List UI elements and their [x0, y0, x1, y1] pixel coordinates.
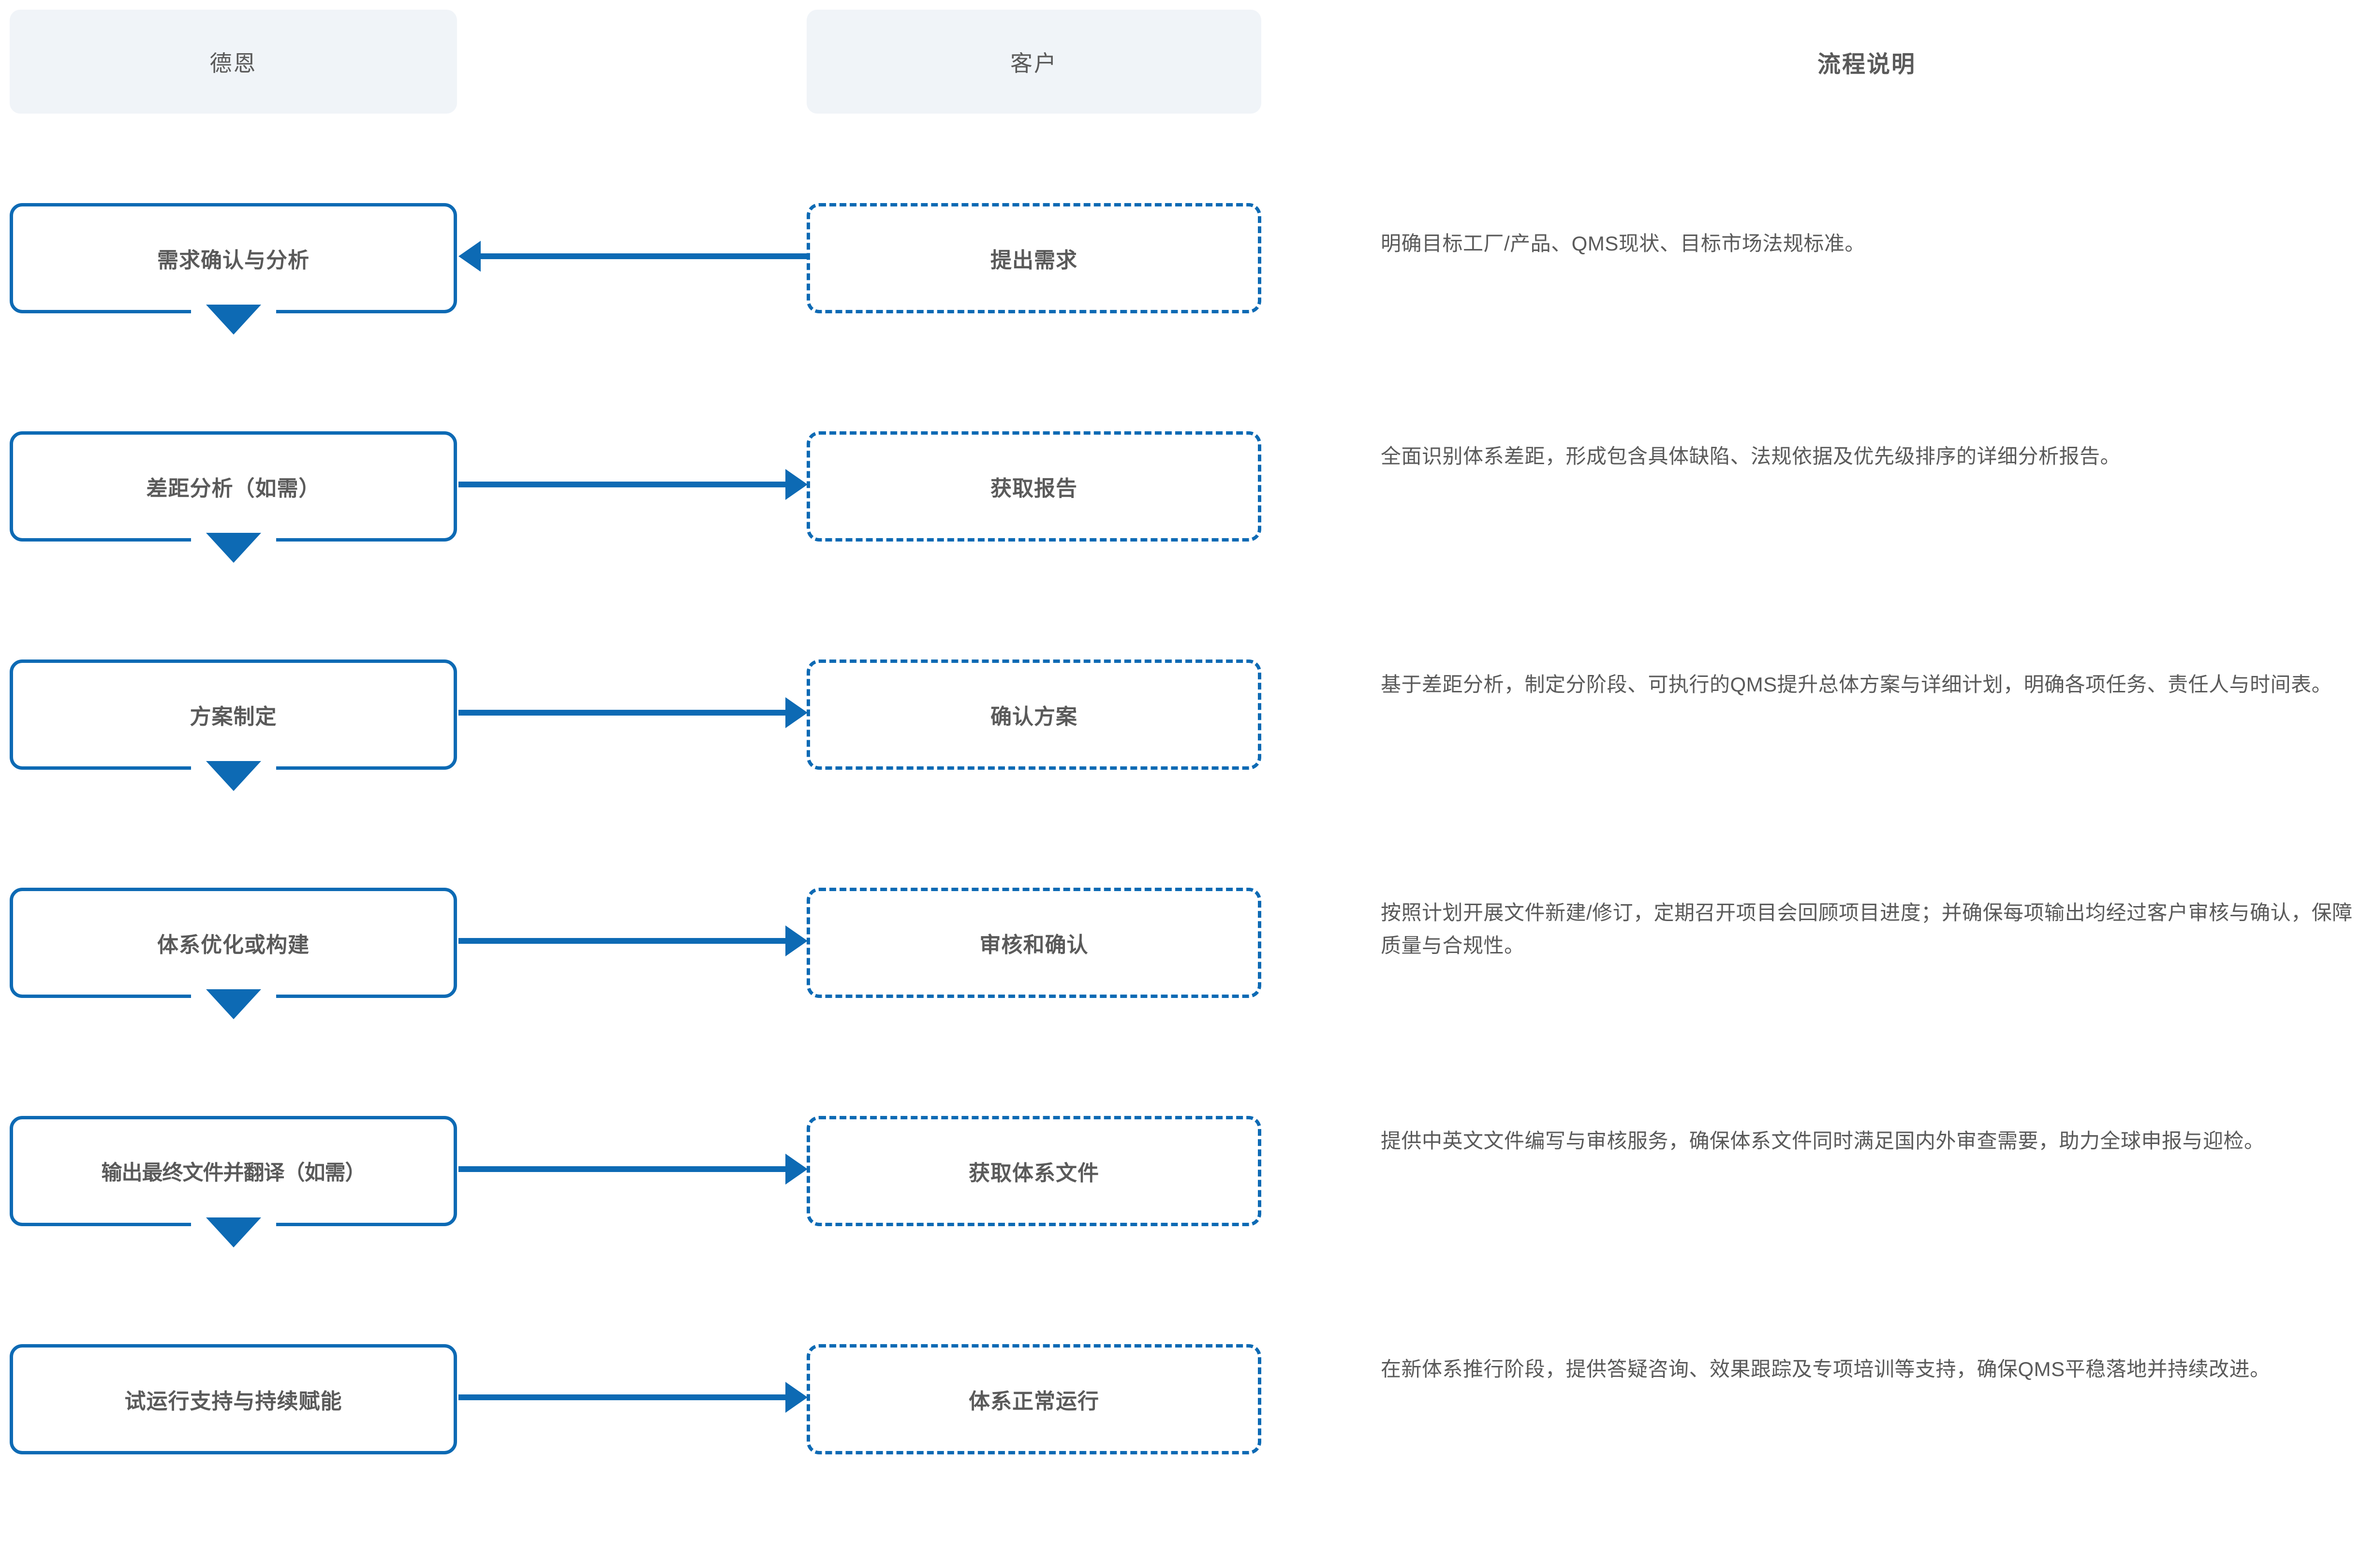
flow-row: 输出最终文件并翻译（如需） 获取体系文件 提供中英文文件编写与审核服务，确保体系… — [0, 1116, 2361, 1247]
customer-step-label: 确认方案 — [990, 705, 1077, 729]
provider-step-box[interactable]: 方案制定 — [10, 659, 457, 791]
header-label-customer: 客户 — [1010, 50, 1058, 76]
header-column-provider: 德恩 — [10, 10, 457, 114]
provider-step-label: 输出最终文件并翻译（如需） — [101, 1161, 366, 1185]
provider-step-label: 差距分析（如需） — [146, 477, 321, 500]
arrow-shaft — [458, 1394, 788, 1400]
customer-step-label: 体系正常运行 — [969, 1390, 1099, 1413]
next-step-triangle-icon — [206, 1217, 261, 1247]
header-column-customer: 客户 — [807, 10, 1261, 114]
arrow-shaft — [458, 938, 788, 944]
customer-step-box[interactable]: 审核和确认 — [807, 888, 1261, 998]
row-description: 按照计划开展文件新建/修订，定期召开项目会回顾项目进度；并确保每项输出均经过客户… — [1381, 901, 2353, 957]
next-step-triangle-icon — [206, 533, 261, 563]
flow-row: 体系优化或构建 审核和确认 按照计划开展文件新建/修订，定期召开项目会回顾项目进… — [0, 888, 2361, 1019]
arrow-head-right-icon — [785, 697, 808, 728]
row-description: 提供中英文文件编写与审核服务，确保体系文件同时满足国内外审查需要，助力全球申报与… — [1381, 1129, 2265, 1152]
arrow-shaft — [458, 710, 788, 716]
provider-step-box[interactable]: 差距分析（如需） — [10, 431, 457, 563]
row-description: 明确目标工厂/产品、QMS现状、目标市场法规标准。 — [1381, 232, 1865, 255]
next-step-triangle-icon — [206, 989, 261, 1019]
customer-step-box[interactable]: 体系正常运行 — [807, 1344, 1261, 1454]
arrow-shaft — [458, 1166, 788, 1172]
provider-step-label: 试运行支持与持续赋能 — [124, 1390, 342, 1413]
provider-step-box[interactable]: 需求确认与分析 — [10, 203, 457, 335]
provider-step-box[interactable]: 输出最终文件并翻译（如需） — [10, 1116, 457, 1247]
next-step-triangle-icon — [206, 305, 261, 335]
flow-row: 方案制定 确认方案 基于差距分析，制定分阶段、可执行的QMS提升总体方案与详细计… — [0, 659, 2361, 791]
row-description: 基于差距分析，制定分阶段、可执行的QMS提升总体方案与详细计划，明确各项任务、责… — [1381, 673, 2332, 696]
arrow-head-right-icon — [785, 469, 808, 500]
arrow-head-right-icon — [785, 925, 808, 956]
arrow-head-right-icon — [785, 1382, 808, 1413]
next-step-triangle-icon — [206, 761, 261, 791]
customer-step-label: 提出需求 — [990, 249, 1077, 272]
provider-step-label: 方案制定 — [190, 705, 277, 729]
customer-step-label: 获取报告 — [990, 477, 1077, 500]
flow-row: 需求确认与分析 提出需求 明确目标工厂/产品、QMS现状、目标市场法规标准。 — [0, 203, 2361, 335]
flow-row: 试运行支持与持续赋能 体系正常运行 在新体系推行阶段，提供答疑咨询、效果跟踪及专… — [0, 1344, 2361, 1455]
provider-step-box[interactable]: 试运行支持与持续赋能 — [10, 1344, 457, 1454]
customer-step-box[interactable]: 获取体系文件 — [807, 1116, 1261, 1226]
customer-step-label: 获取体系文件 — [969, 1161, 1099, 1185]
arrow-head-right-icon — [785, 1154, 808, 1185]
customer-step-box[interactable]: 提出需求 — [807, 203, 1261, 313]
customer-step-label: 审核和确认 — [979, 933, 1089, 957]
arrow-shaft — [478, 253, 808, 259]
provider-step-label: 体系优化或构建 — [157, 933, 310, 957]
arrow-head-left-icon — [458, 241, 481, 272]
header-label-description: 流程说明 — [1817, 51, 1916, 77]
arrow-shaft — [458, 482, 788, 487]
row-description: 全面识别体系差距，形成包含具体缺陷、法规依据及优先级排序的详细分析报告。 — [1381, 445, 2121, 468]
customer-step-box[interactable]: 确认方案 — [807, 659, 1261, 770]
provider-step-box[interactable]: 体系优化或构建 — [10, 888, 457, 1019]
header-label-provider: 德恩 — [209, 50, 257, 76]
provider-step-label: 需求确认与分析 — [157, 249, 310, 272]
customer-step-box[interactable]: 获取报告 — [807, 431, 1261, 542]
row-description: 在新体系推行阶段，提供答疑咨询、效果跟踪及专项培训等支持，确保QMS平稳落地并持… — [1381, 1358, 2271, 1380]
header-column-description: 流程说明 — [1381, 10, 2353, 114]
flow-row: 差距分析（如需） 获取报告 全面识别体系差距，形成包含具体缺陷、法规依据及优先级… — [0, 431, 2361, 563]
